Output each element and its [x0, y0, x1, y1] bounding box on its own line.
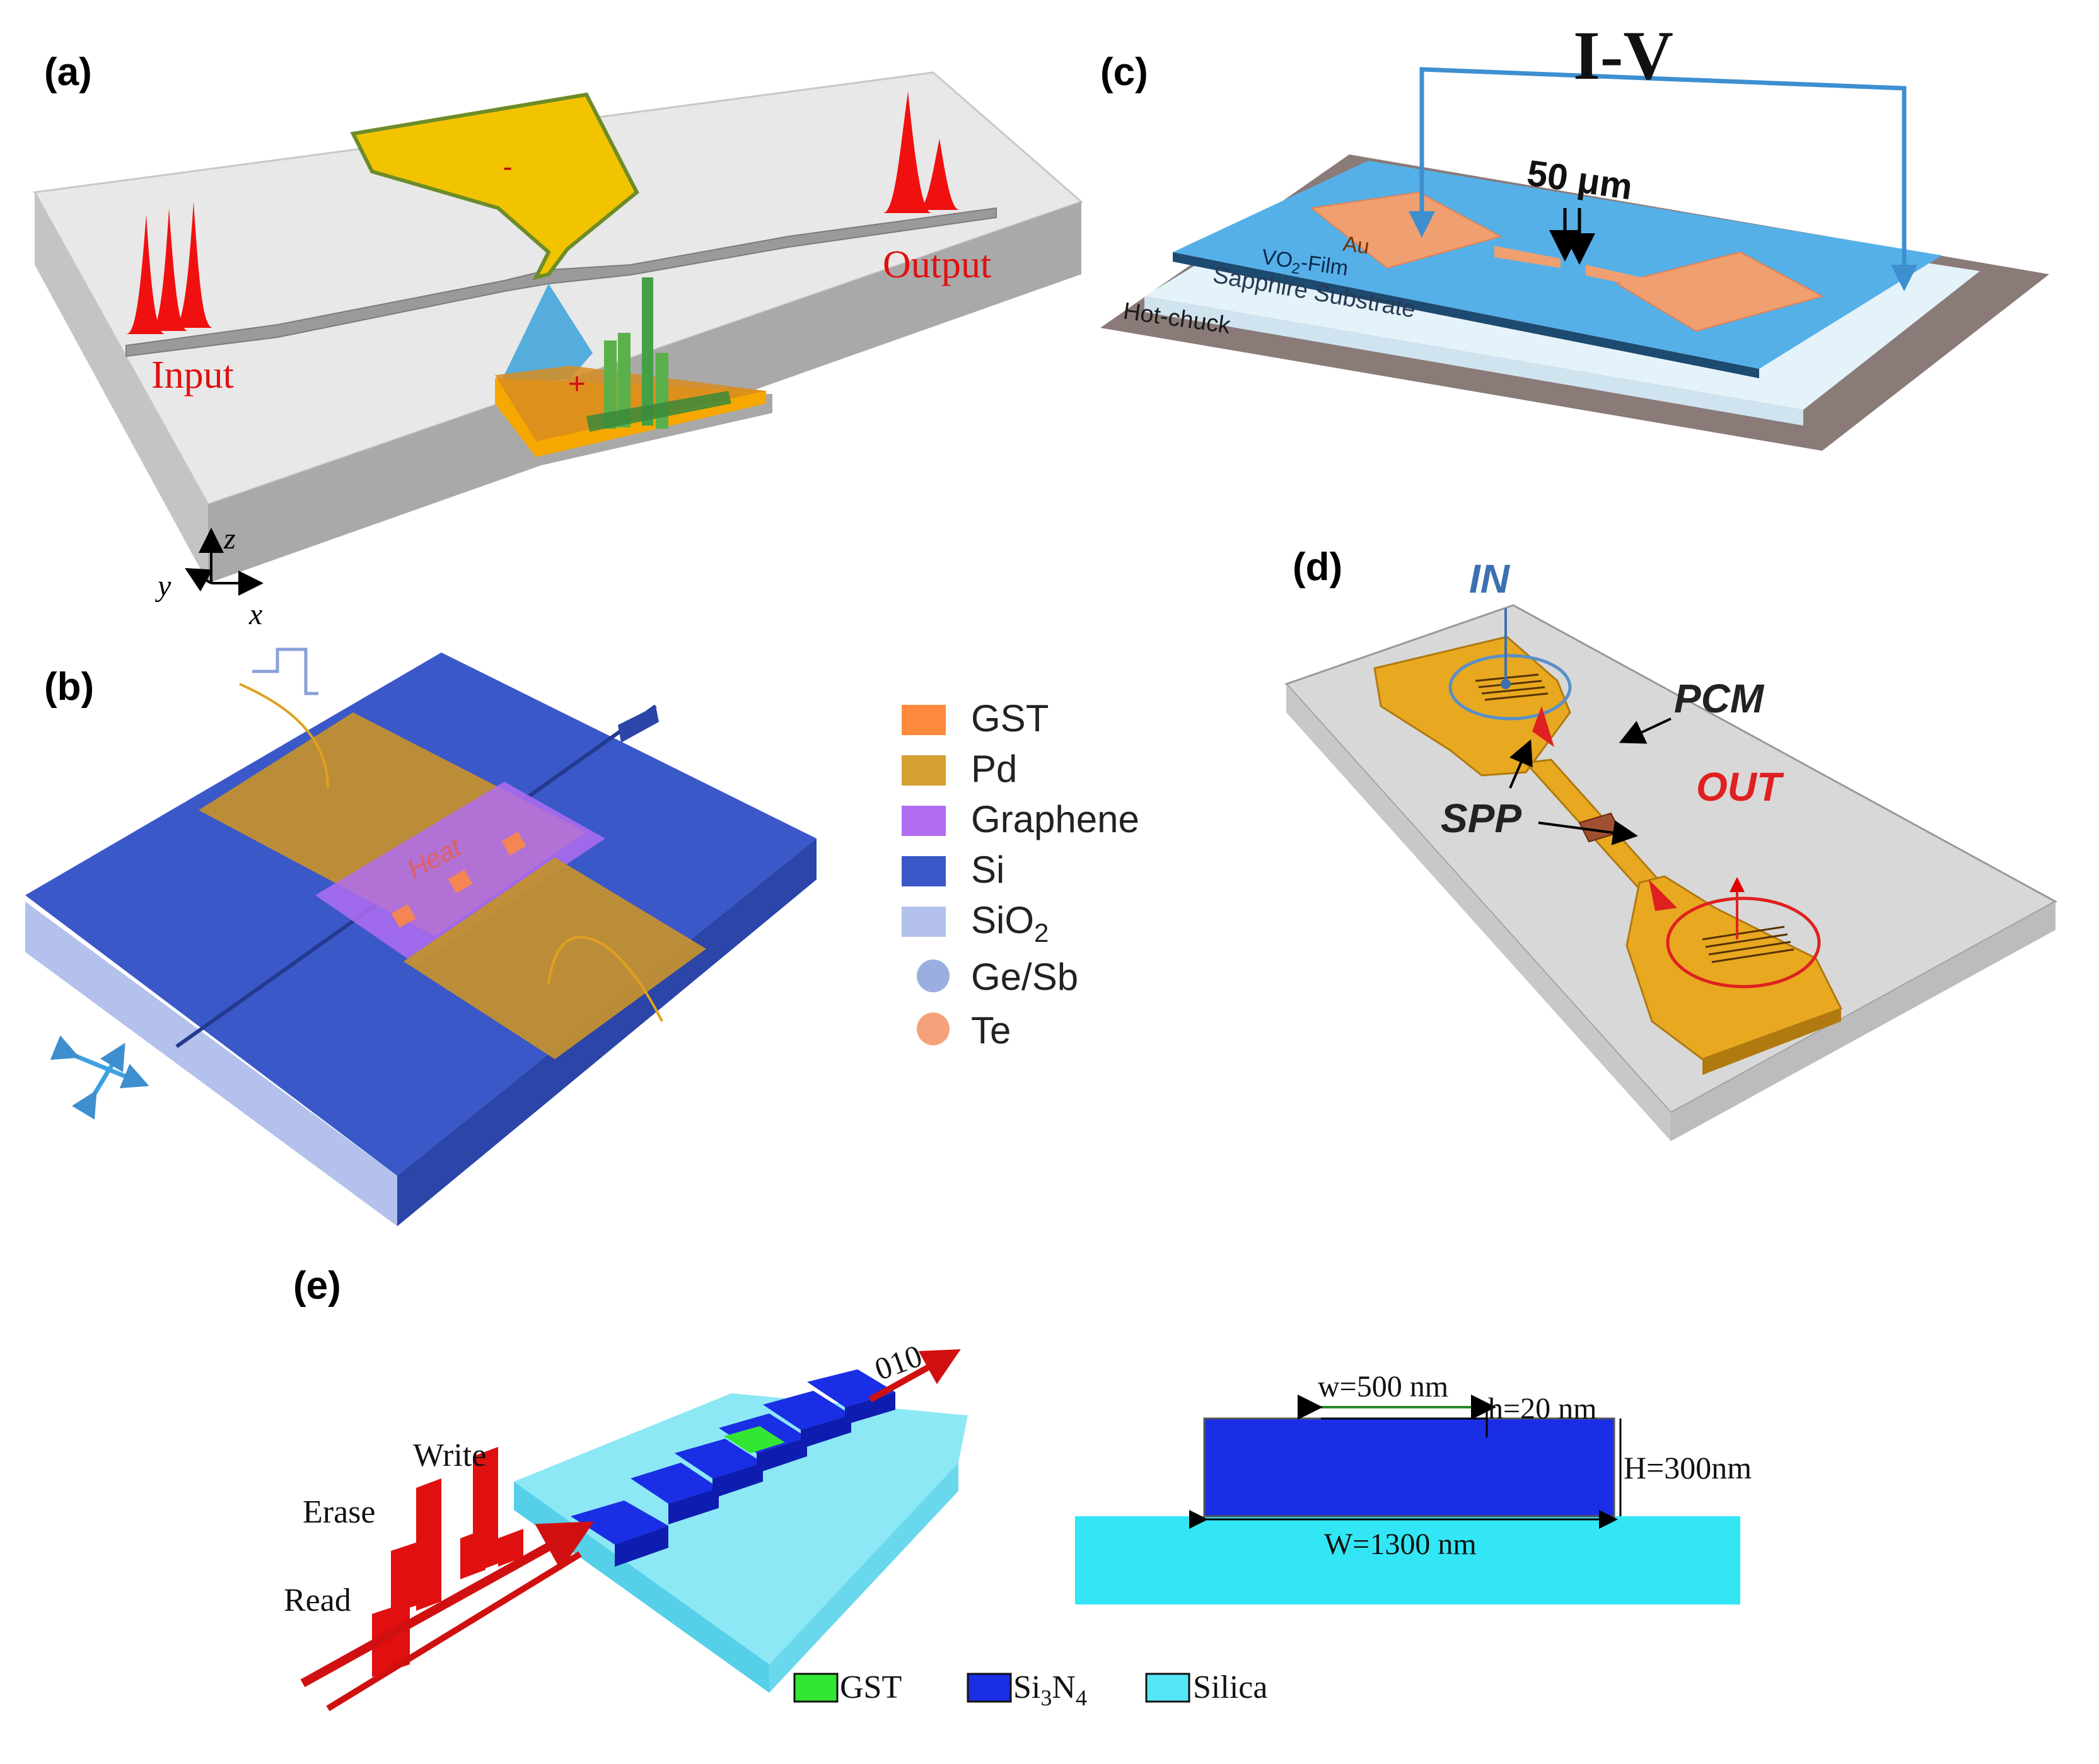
legend-label-gesb: Ge/Sb: [971, 956, 1078, 998]
spp-pointer-bottom: [1538, 820, 1638, 845]
legend-label-te: Te: [971, 1009, 1011, 1052]
read-write-beam-2: [326, 1551, 582, 1712]
panel-e: (e): [284, 1264, 1752, 1712]
in-ring: [1448, 654, 1572, 721]
legend-label-sio2: SiO2: [971, 899, 1049, 948]
legend-swatch-te: [917, 1013, 950, 1045]
gold-taper-bottom-edge: [1702, 1009, 1841, 1075]
input-pulses: [126, 202, 213, 334]
au-wire-left: [1494, 246, 1561, 268]
light-polarization-icon: [50, 1035, 149, 1120]
panel-d-label: (d): [1293, 545, 1342, 589]
erase-label: Erase: [303, 1494, 375, 1530]
legend-label-si: Si: [971, 849, 1004, 891]
spp-label: SPP: [1441, 796, 1521, 841]
h-big-label: H=300nm: [1624, 1450, 1752, 1485]
legend-e-swatch-silica: [1145, 1673, 1190, 1703]
current-path-in: [239, 683, 329, 789]
out-label: OUT: [1696, 764, 1784, 809]
h-small-label: h=20 nm: [1488, 1392, 1596, 1425]
in-label: IN: [1469, 556, 1511, 601]
w-small-label: w=500 nm: [1318, 1370, 1448, 1403]
output-label: Output: [883, 243, 991, 286]
vo2-film-front: [1173, 252, 1759, 378]
spp-red-arrow-bottom: [1649, 879, 1677, 911]
legend-e-label-silica: Silica: [1193, 1669, 1267, 1705]
w-big-label: W=1300 nm: [1324, 1528, 1477, 1561]
bits-label: 010: [870, 1338, 927, 1387]
pcm-label: PCM: [1674, 676, 1765, 721]
write-label: Write: [413, 1437, 486, 1473]
sapphire-front: [1144, 296, 1803, 426]
legend-swatch-graphene: [902, 806, 946, 836]
iv-circuit-wire: [1419, 67, 1907, 271]
gst-cell-e: [724, 1426, 785, 1453]
legend-swatch-sio2: [902, 907, 946, 937]
legend-swatch-si: [902, 856, 946, 886]
au-pad-left: [1310, 191, 1503, 269]
read-write-beam: [300, 1521, 595, 1688]
panel-b-legend: GST Pd Graphene Si SiO2 Ge/Sb Te: [902, 697, 1139, 1052]
au-pad-right: [1615, 251, 1824, 332]
panel-d: (d) IN OUT: [1284, 545, 2058, 1141]
axis-z-label: z: [223, 522, 236, 555]
minus-sign: -: [503, 150, 512, 183]
waveguide: [125, 207, 997, 357]
green-bars: [586, 277, 731, 432]
legend-swatch-gesb: [917, 960, 950, 992]
silica-slab-side: [769, 1463, 958, 1693]
au-wire-right: [1586, 265, 1655, 290]
output-beam: [868, 1349, 961, 1403]
panel-b-label: (b): [44, 665, 94, 709]
panel-a-label: (a): [44, 50, 92, 94]
spp-red-arrow-top: [1532, 706, 1554, 747]
panel-c-label: (c): [1100, 50, 1148, 94]
legend-e-swatch-gst: [793, 1673, 839, 1703]
axes-indicator: [185, 528, 264, 596]
legend-e-swatch-si3n4: [967, 1673, 1012, 1703]
out-grating: [1702, 926, 1794, 963]
current-path-out: [547, 936, 663, 1022]
panel-b: (b) Heat: [25, 647, 817, 1226]
cross-section-si3n4: [1203, 1417, 1615, 1517]
legend-e-label-gst: GST: [840, 1669, 902, 1705]
legend-label-graphene: Graphene: [971, 798, 1139, 840]
legend-label-pd: Pd: [971, 748, 1017, 790]
graphene-layer: [498, 284, 593, 388]
substrate-slab-side: [35, 192, 208, 583]
out-ring: [1666, 897, 1821, 989]
axis-y-label: y: [154, 569, 172, 603]
panel-c: (c) I-V 50 μm Au VO2-Film Sapphire Subst…: [1100, 17, 2049, 451]
legend-label-gst: GST: [971, 697, 1049, 740]
panel-e-label: (e): [293, 1264, 341, 1308]
iv-label: I-V: [1573, 17, 1673, 94]
plus-sign: +: [568, 368, 586, 401]
au-label: Au: [1342, 231, 1371, 258]
legend-swatch-gst: [902, 705, 946, 735]
substrate-slab-d-side: [1286, 684, 1671, 1141]
cross-section-silica: [1075, 1516, 1740, 1604]
top-electrode: [350, 92, 639, 281]
groove-ridge: [618, 706, 659, 743]
read-label: Read: [284, 1582, 351, 1618]
silica-slab-top: [514, 1393, 968, 1664]
legend-swatch-pd: [902, 755, 946, 786]
pulse-icon: [252, 647, 318, 695]
optical-pulses: [372, 1447, 523, 1677]
pcm-pointer: [1619, 717, 1672, 744]
input-label: Input: [151, 354, 234, 397]
si-front: [397, 838, 817, 1226]
panel-a: (a) - + Input: [33, 50, 1083, 631]
sio2-base: [25, 838, 817, 1226]
in-dot: [1501, 679, 1511, 689]
axis-x-label: x: [248, 598, 262, 631]
substrate-slab-d-front: [1671, 902, 2055, 1141]
legend-e-label-si3n4: Si3N4: [1013, 1669, 1087, 1710]
output-pulses: [883, 91, 960, 213]
spp-pointer-top: [1509, 739, 1533, 789]
gst-cells: [391, 832, 526, 928]
